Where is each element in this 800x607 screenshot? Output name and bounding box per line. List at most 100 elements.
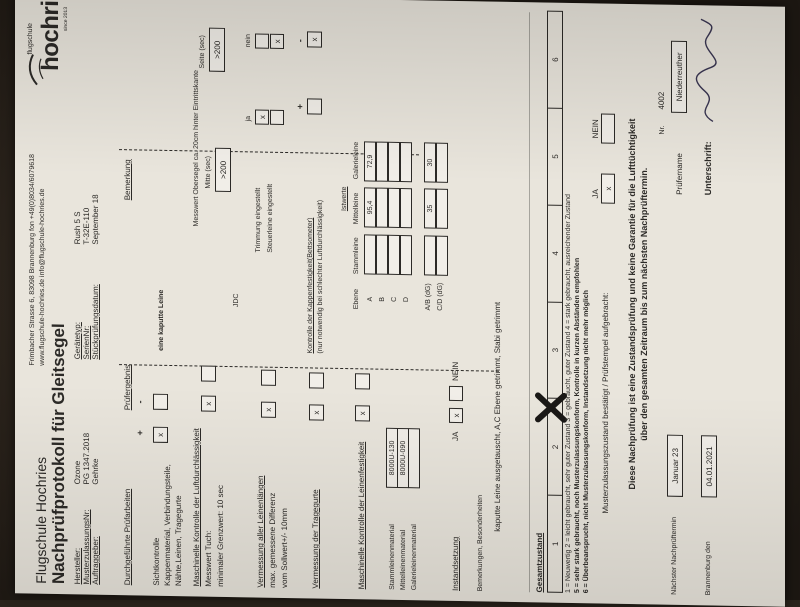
- column-result-heading: Prüfergebnis: [123, 364, 132, 411]
- luft-seite-label: Seite (sec): [199, 35, 206, 69]
- gesamt-legend: 6 = Überbeansprucht, nicht Musterzulassu…: [583, 290, 590, 594]
- school-logo: flugschule hochrie since 2013: [23, 0, 71, 89]
- warranty-line: Diese Nachprüfung ist eine Zustandsprüfu…: [627, 118, 637, 490]
- field-label-geraetetyp: Gerätetyp:: [73, 321, 82, 360]
- gesamt-label: Gesamtzustand: [535, 532, 544, 593]
- stempel-ja-checkbox[interactable]: x: [601, 173, 615, 204]
- sicht-minus-checkbox[interactable]: [153, 393, 168, 410]
- row-label-a: A: [367, 296, 374, 302]
- signature-label: Unterschrift:: [703, 141, 713, 196]
- col-mittelleine: Mittelleine: [353, 192, 360, 225]
- column-remark-heading: Bemerkung: [123, 159, 132, 201]
- sicht-plus-checkbox[interactable]: x: [153, 426, 168, 443]
- cd-stamm-cell: [436, 235, 448, 276]
- row-label-b: B: [379, 296, 386, 302]
- instand-ja-label: JA: [451, 431, 460, 442]
- paraglider-logo-icon: [28, 54, 44, 86]
- trimm-ja-checkbox[interactable]: x: [255, 109, 269, 125]
- column-minus: -: [135, 400, 145, 404]
- kappe-plus-heading: +: [295, 103, 305, 110]
- steuer-ja-checkbox[interactable]: [270, 109, 284, 125]
- galerie-b-cell: [376, 141, 388, 182]
- stempel-nein-checkbox[interactable]: [601, 113, 615, 144]
- instand-nein-label: NEIN: [451, 361, 460, 382]
- luft-jdc: JDC: [233, 293, 240, 308]
- material-label: Stammleinenmaterial: [389, 524, 396, 590]
- material-value-galerie: [408, 428, 420, 489]
- check-leinenfest-title: Maschinelle Kontrolle der Leinenfestigke…: [357, 441, 366, 590]
- leinenfest-minus-checkbox[interactable]: [355, 373, 370, 390]
- check-sicht-line: Kappenmaterial, Verbindungsteile,: [163, 464, 172, 587]
- mittel-d-cell: [400, 188, 412, 229]
- column-works-heading: Durchgeführte Prüfarbeiten: [123, 488, 132, 586]
- check-kappe-note: (nur notwendig bei schlechter Luftdurchl…: [317, 199, 324, 354]
- galerie-a-cell: 72,9: [364, 141, 376, 182]
- leinenfest-plus-checkbox[interactable]: x: [355, 405, 370, 422]
- next-check-value: Januar 23: [667, 434, 683, 497]
- leinen-trimm-label: Trimmung eingestellt: [255, 187, 262, 253]
- field-value-hersteller: Ozone: [73, 460, 82, 485]
- field-value-zulassung: PG 1347.2018: [82, 432, 91, 485]
- trage-plus-checkbox[interactable]: x: [309, 404, 324, 421]
- field-label-zulassung: MusterzulassungsNr:: [82, 509, 91, 585]
- place-date-value: 04.01.2021: [701, 435, 717, 498]
- gesamt-option-5[interactable]: 5: [548, 107, 562, 205]
- leinen-nein-heading: nein: [245, 34, 252, 48]
- gesamt-option-6[interactable]: 6: [550, 57, 560, 62]
- row-label-c: C: [391, 296, 398, 302]
- remarks-label: Bemerkungen, Besonderheiten: [477, 494, 484, 592]
- field-label-auftraggeber: Auftraggeber:: [91, 536, 100, 585]
- ab-mittel-cell: 35: [424, 188, 436, 229]
- check-luft-line: Messwert Tuch:: [204, 530, 213, 587]
- luft-mitte-value: >200: [215, 147, 231, 193]
- luft-seite-value: >200: [209, 27, 225, 72]
- check-sicht-title: Sichtkontrolle: [152, 537, 161, 586]
- ab-galerie-cell: 30: [424, 142, 436, 183]
- check-kappe-title: Kontrolle der Kappenfestigkeit(Bettsomet…: [307, 217, 314, 354]
- field-value-geraetetyp: Rush 5 S: [73, 211, 82, 245]
- instand-nein-checkbox[interactable]: [449, 385, 463, 402]
- instand-ja-checkbox[interactable]: x: [449, 407, 463, 424]
- warranty-line: über den gesamten Zeitraum bis zum nächs…: [639, 167, 649, 441]
- stempel-label: Musterzulassungszustand bestätigt / Prüf…: [601, 292, 610, 514]
- check-trage-title: Vermessung der Tragegurte: [311, 489, 320, 589]
- gesamt-option-1[interactable]: 1: [548, 494, 562, 592]
- material-label: Mittelleinenmaterial: [400, 529, 407, 591]
- inspection-protocol-sheet: Flugschule Hochries Nachprüfprotokoll fü…: [15, 0, 785, 607]
- place-label: Brannenburg den: [705, 541, 712, 596]
- kappe-minus-checkbox[interactable]: x: [307, 31, 322, 48]
- steuer-nein-checkbox[interactable]: x: [270, 33, 284, 49]
- cd-galerie-cell: [436, 142, 448, 183]
- col-ebene: Ebene: [353, 288, 360, 310]
- stamm-c-cell: [388, 234, 400, 275]
- gesamt-option-3[interactable]: 3: [548, 301, 562, 399]
- check-luft-line: minimaler Grenzwert: 10 sec: [216, 484, 225, 587]
- row-label-d: D: [403, 296, 410, 303]
- cd-mittel-cell: [436, 188, 448, 229]
- check-leinen-line: vom Sollwert+/- 10mm: [280, 508, 289, 589]
- ab-label: A/B (dG): [425, 283, 432, 311]
- leinen-minus-checkbox[interactable]: [261, 369, 276, 386]
- mittel-a-cell: 95,4: [364, 187, 376, 228]
- pruefer-nr-label: Nr.: [659, 125, 666, 135]
- remarks-text: kaputte Leine ausgetauscht, A,C Ebene ge…: [493, 301, 502, 532]
- gesamt-option-4[interactable]: 4: [548, 204, 562, 302]
- stamm-a-cell: [364, 234, 376, 275]
- mittel-c-cell: [388, 187, 400, 228]
- kappe-plus-checkbox[interactable]: [307, 98, 322, 115]
- luft-minus-checkbox[interactable]: [201, 365, 216, 382]
- field-value-stueckpruefung: September 18: [91, 194, 100, 245]
- leinen-steuer-label: Steuerleine eingestellt: [267, 183, 274, 253]
- field-value-seriennr: T-32E-110: [82, 207, 91, 245]
- next-check-label: Nächster Nachprüftermin: [671, 516, 678, 595]
- trage-minus-checkbox[interactable]: [309, 372, 324, 389]
- trimm-nein-checkbox[interactable]: [255, 33, 269, 49]
- field-label-seriennr: SerienNr:: [82, 325, 91, 360]
- web-line: www.flugschule-hochries.de info@flugschu…: [39, 188, 46, 366]
- galerie-c-cell: [388, 141, 400, 182]
- luft-plus-checkbox[interactable]: x: [201, 395, 216, 412]
- pruefer-nr-value: 4002: [657, 91, 666, 110]
- field-label-stueckpruefung: Stückprüfungsdatum:: [91, 283, 100, 360]
- col-galerieleine: Galerieleine: [353, 141, 360, 180]
- leinen-plus-checkbox[interactable]: x: [261, 401, 276, 418]
